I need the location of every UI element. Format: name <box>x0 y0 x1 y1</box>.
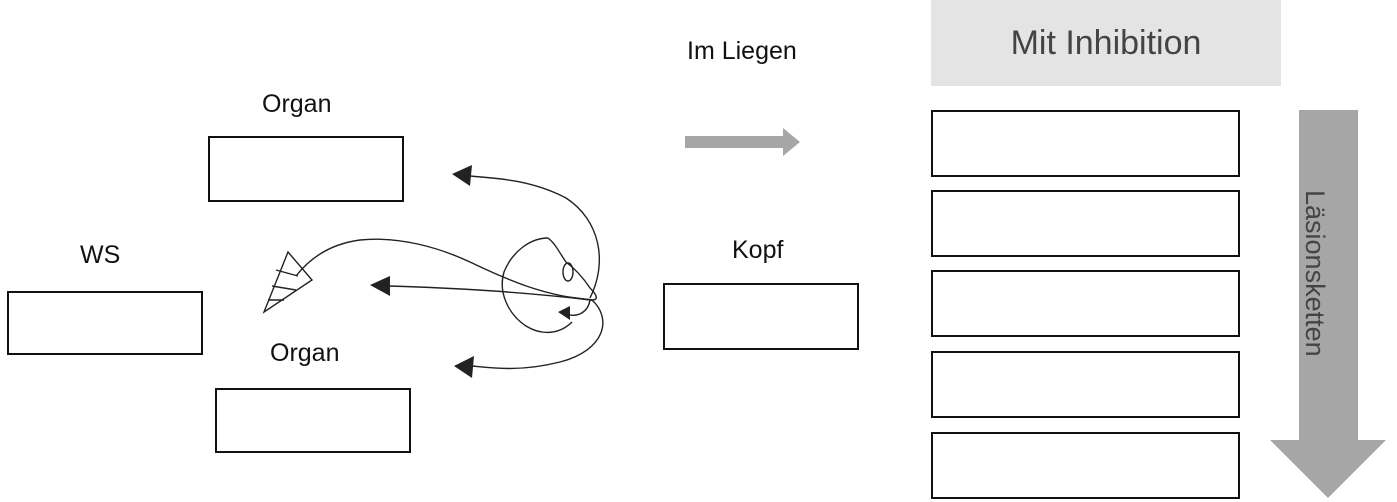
chain-box-3[interactable] <box>931 270 1240 337</box>
im-liegen-arrow <box>685 128 800 156</box>
chain-box-5[interactable] <box>931 432 1240 499</box>
lesion-chain-label: Läsionsketten <box>1300 190 1330 357</box>
chain-box-1[interactable] <box>931 110 1240 177</box>
chain-box-2[interactable] <box>931 190 1240 257</box>
lesion-chain-arrow <box>1270 110 1386 498</box>
chain-box-4[interactable] <box>931 351 1240 418</box>
im-liegen-label: Im Liegen <box>687 37 797 65</box>
wavy-line-to-cone <box>262 238 593 314</box>
line-to-left <box>370 276 593 301</box>
mit-inhibition-header: Mit Inhibition <box>931 0 1281 86</box>
ws-label: WS <box>80 241 121 269</box>
organ-bottom-box[interactable] <box>215 388 411 453</box>
organ-bottom-label: Organ <box>270 339 340 367</box>
small-inner-arrow <box>558 299 591 320</box>
curve-to-organ-top <box>452 165 601 299</box>
head-sketch <box>501 237 597 333</box>
organ-top-label: Organ <box>262 90 332 118</box>
kopf-label: Kopf <box>732 236 784 264</box>
curve-to-organ-bottom <box>454 299 604 378</box>
kopf-box[interactable] <box>663 283 859 350</box>
organ-top-box[interactable] <box>208 136 404 202</box>
ws-box[interactable] <box>7 291 203 355</box>
